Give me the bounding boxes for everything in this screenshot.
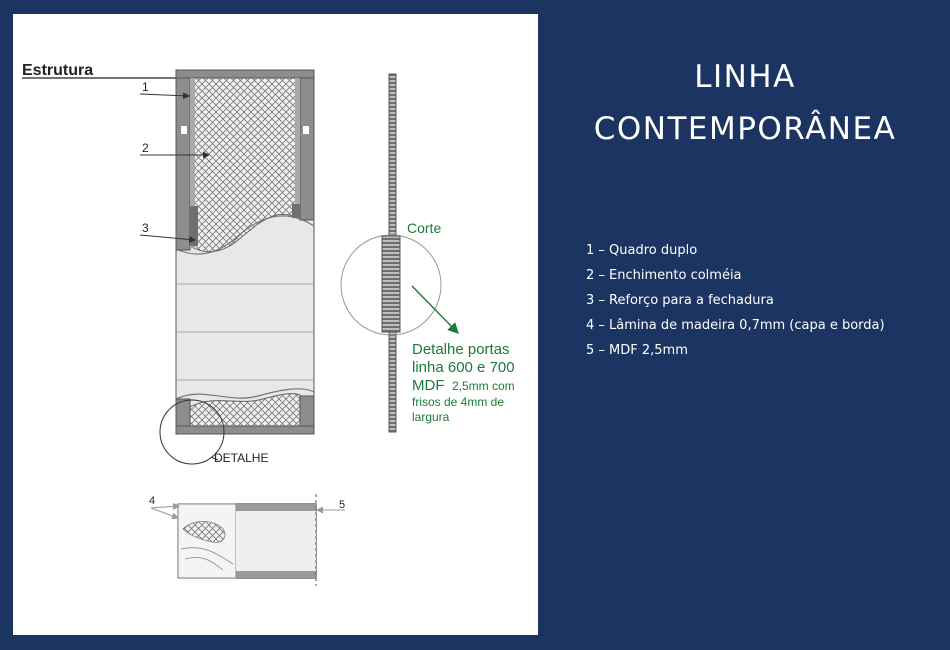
callout-2-label: 2 [142,141,149,155]
title-line-1: LINHA [694,58,796,95]
edge-grain-lines [180,547,234,571]
title-line-2: CONTEMPORÂNEA [593,110,897,147]
diagram-panel: Estrutura [13,14,538,635]
callout-1-label: 1 [142,80,149,94]
page-title: LINHA CONTEMPORÂNEA [560,51,930,155]
callout-4-arrow-1 [150,507,179,520]
detail-leader [210,456,219,461]
inner-right-frame [295,78,300,218]
legend-item: 1 – Quadro duplo [586,243,698,258]
edge-detail [177,494,317,586]
structure-label: Estrutura [22,62,93,79]
corte-label: Corte [407,220,441,236]
bottom-rail [175,425,315,435]
edge-core [236,511,316,571]
edge-top-layer [178,504,316,511]
left-stile [175,69,191,251]
legend-item: 5 – MDF 2,5mm [586,343,688,358]
top-rail [175,69,315,79]
notch-left [181,126,187,134]
honeycomb-fill-bottom [189,393,301,427]
detail-title-2: linha 600 e 700 [412,359,515,376]
section-zoom-profile [381,235,401,333]
legend-item: 2 – Enchimento colméia [586,268,742,283]
corte-arrow [411,285,459,335]
callout-4-arrow-2 [150,502,180,510]
notch-right [303,126,309,134]
cut-edge-bottom [175,388,315,400]
edge-bottom-layer [178,571,316,578]
door-elevation [175,69,315,435]
door-structure-diagram: Estrutura [22,62,515,586]
detail-mdf: MDF [412,377,445,394]
detail-circle [159,399,225,465]
section-cut [340,73,442,433]
honeycomb-fill-top [189,77,301,253]
detail-spec-3: largura [412,410,450,424]
right-stile [299,69,315,221]
detail-spec-2: frisos de 4mm de [412,395,504,409]
lock-reinforcement-left [190,206,198,246]
detail-title-1: Detalhe portas [412,341,510,358]
inner-left-frame [190,78,195,248]
section-zoom-circle [340,234,442,336]
edge-wood-grain [182,521,226,543]
lock-reinforcement-right [292,204,300,218]
callout-4-label: 4 [149,495,155,507]
callout-5-label: 5 [339,499,345,511]
callout-3-arrow [139,234,196,243]
callout-1-arrow [139,92,190,100]
legend-item: 4 – Lâmina de madeira 0,7mm (capa e bord… [586,318,885,333]
detail-label: DETALHE [214,451,268,465]
callout-3-label: 3 [142,221,149,235]
parts-legend: 1 – Quadro duplo 2 – Enchimento colméia … [586,238,885,363]
detail-spec-1: 2,5mm com [452,379,515,393]
legend-item: 3 – Reforço para a fechadura [586,293,774,308]
